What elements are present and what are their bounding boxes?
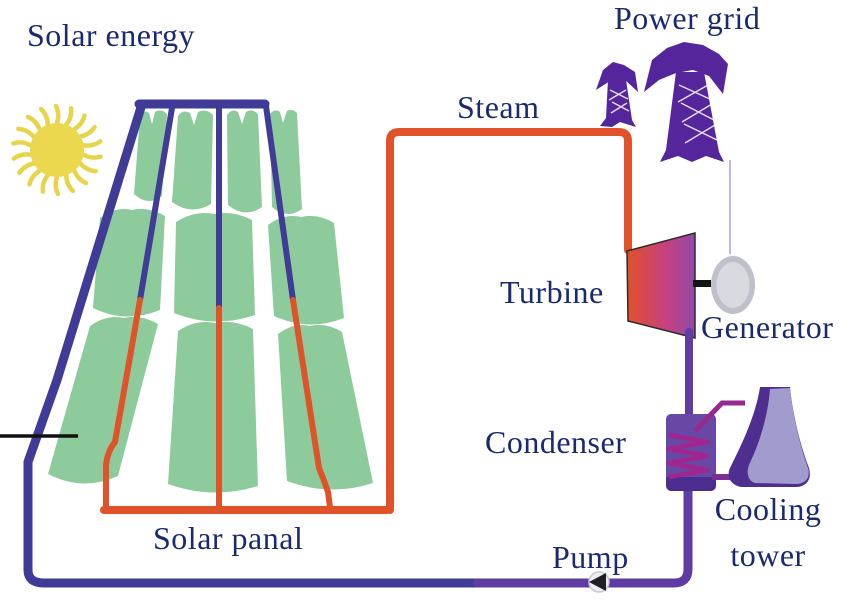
label-steam: Steam (457, 89, 540, 125)
label-solar-energy: Solar energy (27, 17, 196, 53)
condenser-shape (666, 400, 745, 491)
turbine-shaft (693, 280, 711, 287)
solar-panel-array (48, 109, 373, 493)
label-solar-panel: Solar panal (153, 520, 304, 556)
label-generator: Generator (701, 309, 834, 345)
pump-arrow-icon (588, 571, 610, 593)
turbine-shape (626, 232, 696, 339)
label-power-grid: Power grid (614, 0, 761, 36)
label-pump: Pump (552, 539, 629, 575)
hot-fluid-steam-pipe (100, 128, 632, 514)
generator-shape (711, 256, 755, 314)
transmission-towers-icon (596, 42, 728, 162)
condensate-pipe (472, 328, 693, 588)
label-condenser: Condenser (485, 424, 627, 460)
sun-icon (11, 103, 103, 197)
label-turbine: Turbine (500, 274, 604, 310)
cooling-tower-shape (728, 387, 810, 487)
label-cooling-tower-line2: tower (730, 537, 806, 573)
cold-fluid-pipe (23, 99, 482, 588)
label-cooling-tower-line1: Cooling (714, 491, 822, 527)
label-cooling-tower: Cooling tower (701, 486, 835, 578)
